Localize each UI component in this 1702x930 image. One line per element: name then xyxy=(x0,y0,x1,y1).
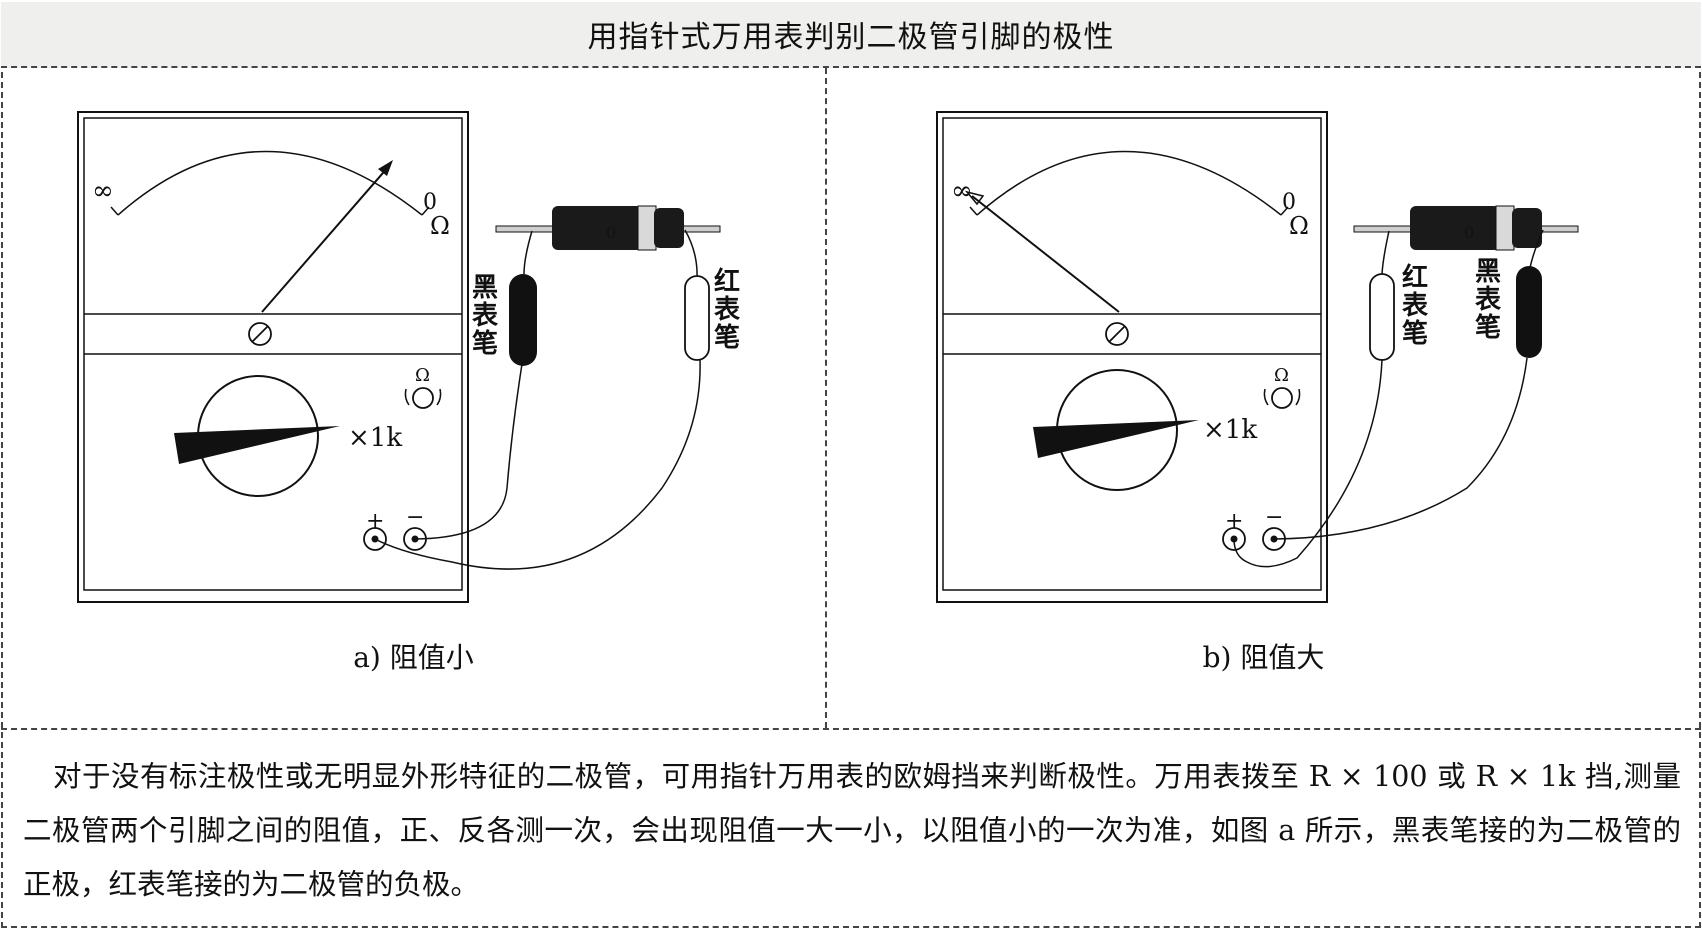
ohm-scale-arc xyxy=(117,150,423,216)
ohm-adjust-knob-icon[interactable] xyxy=(1271,387,1293,409)
scale-ohm-label: Ω xyxy=(1289,212,1309,240)
caption-b: b) 阻值大 xyxy=(1202,641,1325,674)
scale-zero-label: 0 xyxy=(1282,190,1296,215)
diode-body xyxy=(552,206,642,250)
left-probe-label-3: 笔 xyxy=(472,328,498,359)
left-probe-label-1: 黑 xyxy=(472,273,498,303)
red-probe-lead xyxy=(1233,359,1383,568)
plus-jack[interactable] xyxy=(1222,527,1246,551)
ohm-adjust-label: Ω xyxy=(1274,365,1289,386)
diagram-b: ∞ 0 Ω Ω ×1k + − 0 红 表 xyxy=(936,111,1579,603)
right-probe-label-1: 红 xyxy=(714,266,740,297)
scale-infinity-label: ∞ xyxy=(92,176,114,206)
right-probe-label-3: 笔 xyxy=(714,322,740,353)
ohm-scale-arc xyxy=(976,150,1282,216)
diode-mark: 0 xyxy=(1464,223,1474,242)
right-probe-label-1: 黑 xyxy=(1475,257,1501,287)
ohm-adjust-knob-icon[interactable] xyxy=(412,387,434,409)
left-probe-label-2: 表 xyxy=(1402,291,1429,321)
range-selector-pointer xyxy=(174,426,340,464)
diode-body xyxy=(1410,206,1500,250)
diode-cathode-band xyxy=(637,205,657,251)
left-probe-label-1: 红 xyxy=(1402,262,1428,293)
panel-a: ∞ 0 Ω Ω ×1k + − 0 黑 表 xyxy=(2,68,827,728)
plus-jack-label: + xyxy=(366,509,384,534)
range-selector-pointer xyxy=(1033,420,1199,458)
red-probe[interactable] xyxy=(684,275,710,361)
black-probe-lead xyxy=(414,363,523,540)
scale-infinity-label: ∞ xyxy=(951,176,973,206)
minus-jack-label: − xyxy=(1265,505,1283,530)
left-probe-label-2: 表 xyxy=(472,301,499,331)
scale-ohm-label: Ω xyxy=(430,212,450,240)
black-probe[interactable] xyxy=(1516,266,1542,358)
left-probe-label-3: 笔 xyxy=(1402,318,1428,349)
diode-mark: 0 xyxy=(606,223,616,242)
right-probe-label-3: 笔 xyxy=(1475,312,1501,343)
meter-body xyxy=(77,111,469,603)
caption-a: a) 阻值小 xyxy=(353,641,474,674)
range-label: ×1k xyxy=(1203,415,1257,445)
black-probe[interactable] xyxy=(509,274,537,366)
zero-adjust-icon[interactable] xyxy=(1105,322,1129,346)
right-probe-label-2: 表 xyxy=(1475,285,1502,315)
meter-body xyxy=(936,111,1328,603)
meter-needle xyxy=(971,195,1120,313)
diagram-a: ∞ 0 Ω Ω ×1k + − 0 黑 表 xyxy=(77,111,741,603)
minus-jack-label: − xyxy=(406,505,424,530)
diode-cathode-band xyxy=(1495,205,1515,251)
red-probe[interactable] xyxy=(1369,273,1395,361)
scale-zero-label: 0 xyxy=(423,190,437,215)
plus-jack-label: + xyxy=(1225,509,1243,534)
range-label: ×1k xyxy=(348,423,402,453)
description-text: 对于没有标注极性或无明显外形特征的二极管，可用指针万用表的欧姆挡来判断极性。万用… xyxy=(1,728,1701,928)
ohm-adjust-label: Ω xyxy=(415,365,430,386)
black-probe-lead xyxy=(1273,357,1528,540)
right-probe-label-2: 表 xyxy=(714,295,741,325)
page-title: 用指针式万用表判别二极管引脚的极性 xyxy=(1,2,1701,68)
meter-needle xyxy=(261,165,390,313)
plus-jack[interactable] xyxy=(363,527,387,551)
panel-b: ∞ 0 Ω Ω ×1k + − 0 红 表 xyxy=(827,68,1700,728)
zero-adjust-icon[interactable] xyxy=(248,322,272,346)
red-probe-lead xyxy=(374,359,701,570)
